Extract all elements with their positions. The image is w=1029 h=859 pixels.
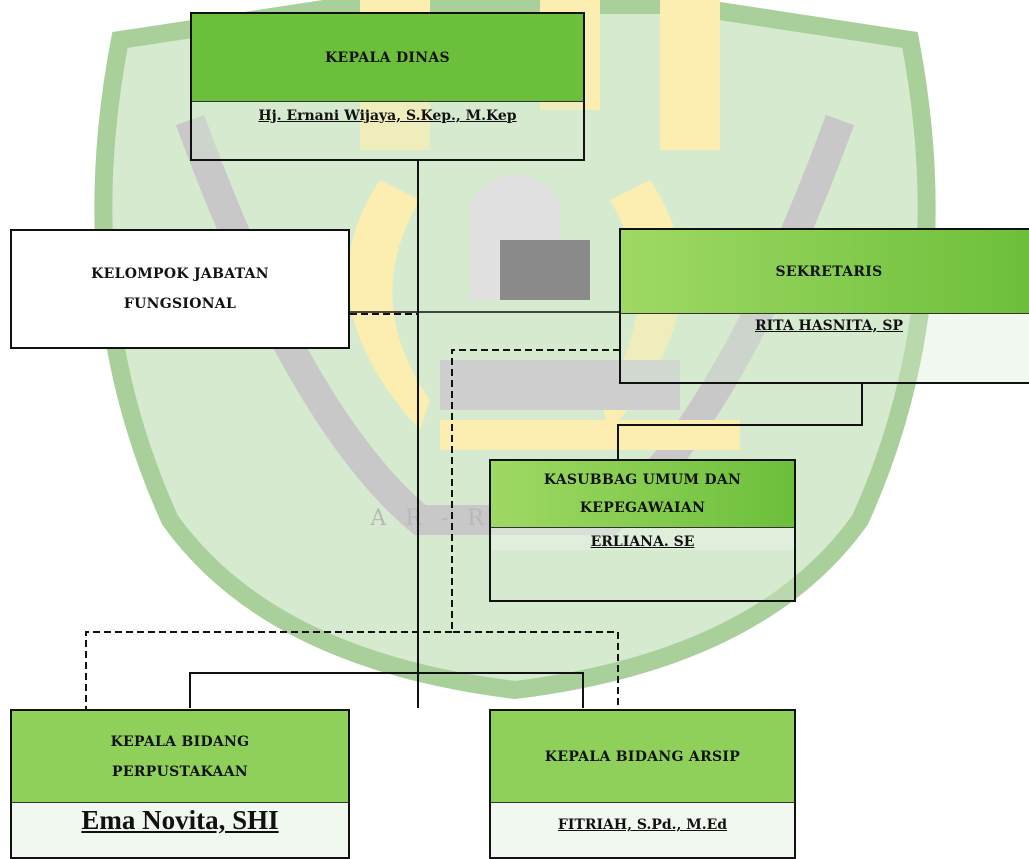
library-division-title-line2: PERPUSTAKAAN [112,763,248,780]
library-division-title: KEPALA BIDANG PERPUSTAKAAN [12,711,348,803]
library-division-box: KEPALA BIDANG PERPUSTAKAAN Ema Novita, S… [10,709,350,859]
general-affairs-title-line2: KEPEGAWAIAN [579,500,706,516]
general-affairs-title: KASUBBAG UMUM DAN KEPEGAWAIAN [491,461,794,528]
head-of-office-name: Hj. Ernani Wijaya, S.Kep., M.Kep [258,108,517,124]
secretary-title: SEKRETARIS [621,230,1029,314]
functional-group-title-line1: KELOMPOK JABATAN [91,266,269,282]
general-affairs-box: KASUBBAG UMUM DAN KEPEGAWAIAN ERLIANA. S… [489,459,796,602]
head-of-office-title: KEPALA DINAS [192,14,583,102]
secretary-box: SEKRETARIS RITA HASNITA, SP [619,228,1029,384]
functional-group-title: KELOMPOK JABATAN FUNGSIONAL [12,231,348,347]
functional-group-box: KELOMPOK JABATAN FUNGSIONAL [10,229,350,349]
secretary-name: RITA HASNITA, SP [754,318,904,334]
library-division-name: Ema Novita, SHI [81,805,279,835]
functional-group-title-line2: FUNGSIONAL [123,296,237,312]
archive-division-name: FITRIAH, S.Pd., M.Ed [557,817,728,833]
general-affairs-title-line1: KASUBBAG UMUM DAN [543,472,742,488]
archive-division-box: KEPALA BIDANG ARSIP FITRIAH, S.Pd., M.Ed [489,709,796,859]
head-of-office-box: KEPALA DINAS Hj. Ernani Wijaya, S.Kep., … [190,12,585,161]
general-affairs-name: ERLIANA. SE [491,528,794,550]
library-division-title-line1: KEPALA BIDANG [110,733,250,750]
archive-division-title: KEPALA BIDANG ARSIP [491,711,794,803]
